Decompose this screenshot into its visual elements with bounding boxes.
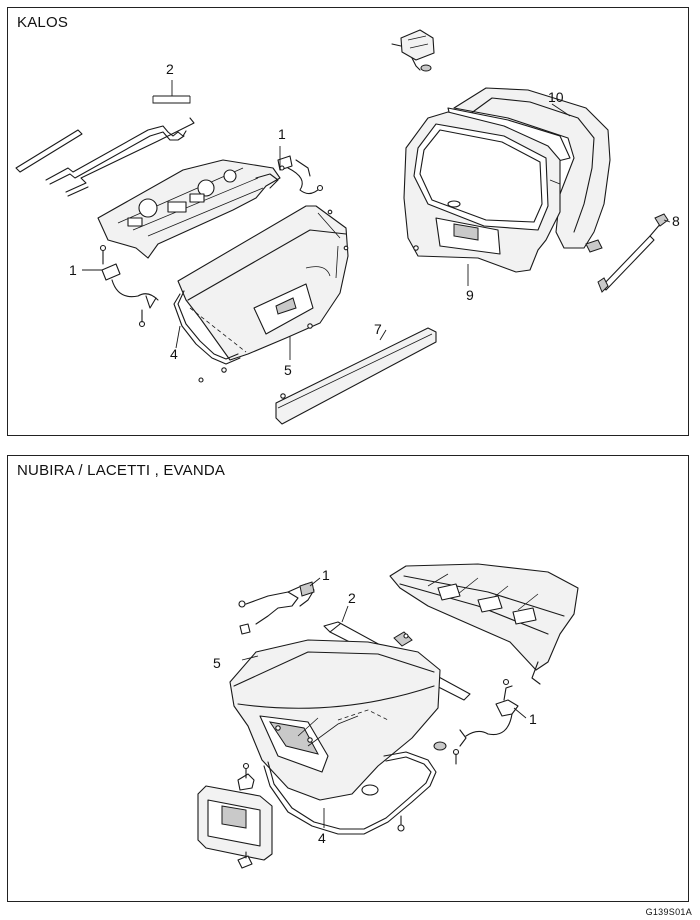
nubira-callout-4: 4 <box>318 830 326 846</box>
trunk-lid-hinge-left <box>238 581 315 635</box>
liftgate-latch <box>391 29 435 72</box>
trunk-lid <box>177 205 349 383</box>
nubira-leader-lines <box>241 577 527 828</box>
liftgate <box>403 111 561 273</box>
figure-code: G139S01A <box>645 907 692 917</box>
kalos-callout-7: 7 <box>374 321 382 337</box>
rear-shelf-panel <box>97 159 281 259</box>
nubira-exploded-view <box>197 563 579 869</box>
panel-title-kalos: KALOS <box>17 14 69 31</box>
trunk-lid-hinge-right <box>433 678 519 765</box>
kalos-callout-1-right-hinge: 1 <box>278 126 286 142</box>
liftgate-gas-strut <box>585 213 669 293</box>
trunk-weatherstrip <box>173 290 241 365</box>
nubira-callout-1-lower-hinge: 1 <box>529 711 537 727</box>
kalos-callout-2: 2 <box>166 61 174 77</box>
trunk-weatherstrip <box>263 751 437 835</box>
panel-title-nubira-lacetti-evanda: NUBIRA / LACETTI , EVANDA <box>17 462 226 479</box>
kalos-callout-8: 8 <box>672 213 680 229</box>
nubira-lacetti-evanda-diagram-panel: NUBIRA / LACETTI , EVANDA <box>7 455 689 902</box>
nubira-callout-1-upper-hinge: 1 <box>322 567 330 583</box>
license-plate-garnish <box>197 762 273 869</box>
trunk-lid-hinges <box>99 155 324 328</box>
nubira-callout-2: 2 <box>348 590 356 606</box>
kalos-callout-1-left-hinge: 1 <box>69 262 77 278</box>
kalos-diagram-panel: KALOS <box>7 7 689 436</box>
rear-spoiler <box>275 327 437 425</box>
kalos-callout-9: 9 <box>466 287 474 303</box>
kalos-callout-10: 10 <box>548 89 564 105</box>
nubira-callout-5: 5 <box>213 655 221 671</box>
kalos-leader-lines <box>82 103 671 360</box>
rear-shelf-panel <box>389 563 579 685</box>
kalos-callout-4: 4 <box>170 346 178 362</box>
support-rods <box>15 80 195 197</box>
kalos-exploded-view <box>15 29 671 425</box>
kalos-callout-5: 5 <box>284 362 292 378</box>
trunk-lid <box>229 639 441 832</box>
